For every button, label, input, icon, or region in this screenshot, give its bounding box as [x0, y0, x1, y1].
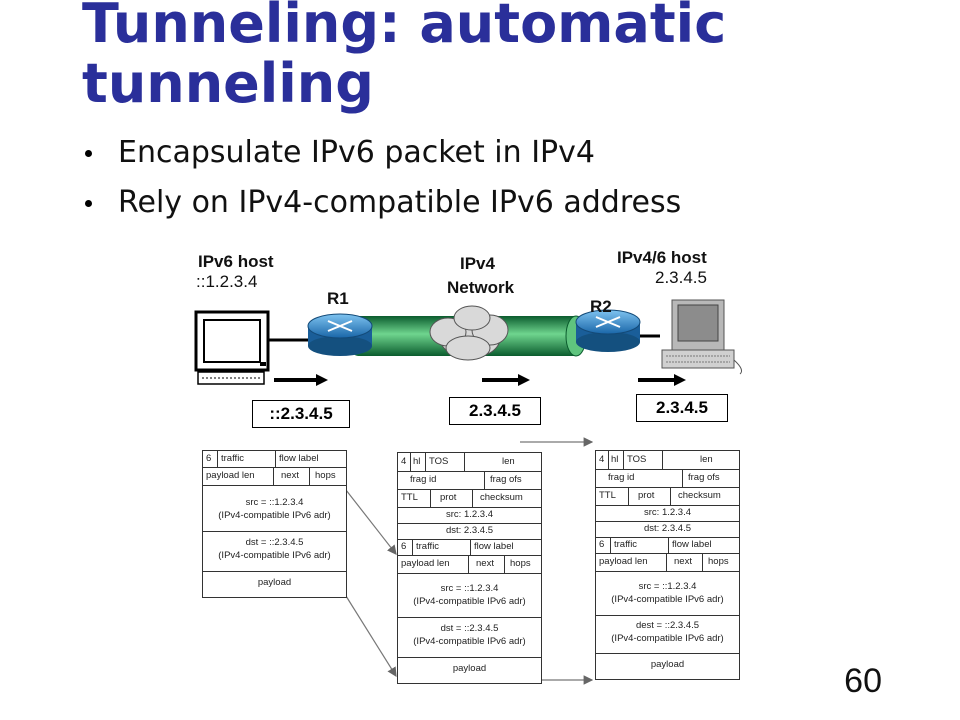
bullet-dot-icon — [85, 150, 92, 157]
direction-arrow-icon — [274, 374, 328, 386]
bullet-list: Encapsulate IPv6 packet in IPv4 Rely on … — [85, 128, 681, 228]
bullet-item: Rely on IPv4-compatible IPv6 address — [85, 178, 681, 228]
v6-header-row: payload len next hops — [203, 467, 346, 486]
v6-header-row: 6 traffic flow label — [596, 537, 739, 554]
ipv4-network-label-line1: IPv4 — [460, 254, 495, 273]
payload-len-field: payload len — [206, 470, 255, 481]
dest-address-box: ::2.3.4.5 — [252, 400, 350, 428]
page-number: 60 — [844, 662, 882, 700]
v6-header-row: payload len next hops — [596, 553, 739, 572]
cloud-icon — [429, 305, 509, 361]
v4-src-field: src: 1.2.3.4 — [398, 507, 541, 524]
flow-label-field: flow label — [279, 453, 319, 464]
ipv46-host-label: IPv4/6 host — [617, 248, 707, 267]
router-r1-label: R1 — [327, 289, 349, 308]
dst-address-field: dest = ::2.3.4.5 (IPv4-compatible IPv6 a… — [596, 615, 739, 654]
direction-arrow-icon — [482, 374, 530, 386]
src-address-field: src = ::1.2.3.4 (IPv4-compatible IPv6 ad… — [596, 571, 739, 616]
v4-dst-field: dst: 2.3.4.5 — [398, 523, 541, 540]
next-field: next — [281, 470, 299, 481]
ipv4-encapsulated-packet: 4 hl TOS len frag id frag ofs TTL prot c… — [397, 452, 542, 684]
bullet-dot-icon — [85, 200, 92, 207]
dest-address-box: 2.3.4.5 — [636, 394, 728, 422]
v4-header-row: frag id frag ofs — [596, 469, 739, 488]
ipv46-host-computer-icon — [661, 299, 742, 375]
direction-arrow-icon — [638, 374, 686, 386]
ipv46-host-address: 2.3.4.5 — [655, 268, 707, 287]
dst-address-field: dst = ::2.3.4.5 (IPv4-compatible IPv6 ad… — [398, 617, 541, 658]
ipv6-host-label: IPv6 host — [198, 252, 274, 271]
v6-header-row: 6 traffic flow label — [203, 451, 346, 468]
src-address-field: src = ::1.2.3.4 (IPv4-compatible IPv6 ad… — [203, 485, 346, 532]
v4-header-row: frag id frag ofs — [398, 471, 541, 490]
payload-field: payload — [452, 663, 487, 674]
router-r2-label: R2 — [590, 297, 612, 316]
dst-address-field: dst = ::2.3.4.5 (IPv4-compatible IPv6 ad… — [203, 531, 346, 572]
v4-header-row: TTL prot checksum — [398, 489, 541, 508]
ipv6-packet: 6 traffic flow label payload len next ho… — [202, 450, 347, 598]
flow-arrow — [345, 595, 397, 678]
payload-field: payload — [650, 659, 685, 670]
v6-header-row: 6 traffic flow label — [398, 539, 541, 556]
bullet-text: Encapsulate IPv6 packet in IPv4 — [118, 135, 595, 170]
v4-dst-field: dst: 2.3.4.5 — [596, 521, 739, 538]
v4-header-row: TTL prot checksum — [596, 487, 739, 506]
flow-arrow — [345, 489, 397, 555]
v4-src-field: src: 1.2.3.4 — [596, 505, 739, 522]
src-address-field: src = ::1.2.3.4 (IPv4-compatible IPv6 ad… — [398, 573, 541, 618]
v4-header-row: 4 hl TOS len — [596, 451, 739, 470]
v6-header-row: payload len next hops — [398, 555, 541, 574]
ipv4-encapsulated-packet: 4 hl TOS len frag id frag ofs TTL prot c… — [595, 450, 740, 680]
bullet-item: Encapsulate IPv6 packet in IPv4 — [85, 128, 681, 178]
ipv6-host-address: ::1.2.3.4 — [196, 272, 258, 291]
ipv6-host-computer-icon — [194, 310, 270, 385]
v4-header-row: 4 hl TOS len — [398, 453, 541, 472]
traffic-field: traffic — [221, 453, 245, 464]
payload-field: payload — [257, 577, 292, 588]
slide-title: Tunneling: automatic tunneling — [82, 0, 727, 115]
version-field: 6 — [206, 453, 212, 464]
hops-field: hops — [315, 470, 336, 481]
dest-address-box: 2.3.4.5 — [449, 397, 541, 425]
ipv4-network-label-line2: Network — [447, 278, 515, 297]
router-r2-icon — [575, 309, 641, 352]
bullet-text: Rely on IPv4-compatible IPv6 address — [118, 185, 682, 220]
router-r1-icon — [307, 313, 373, 356]
